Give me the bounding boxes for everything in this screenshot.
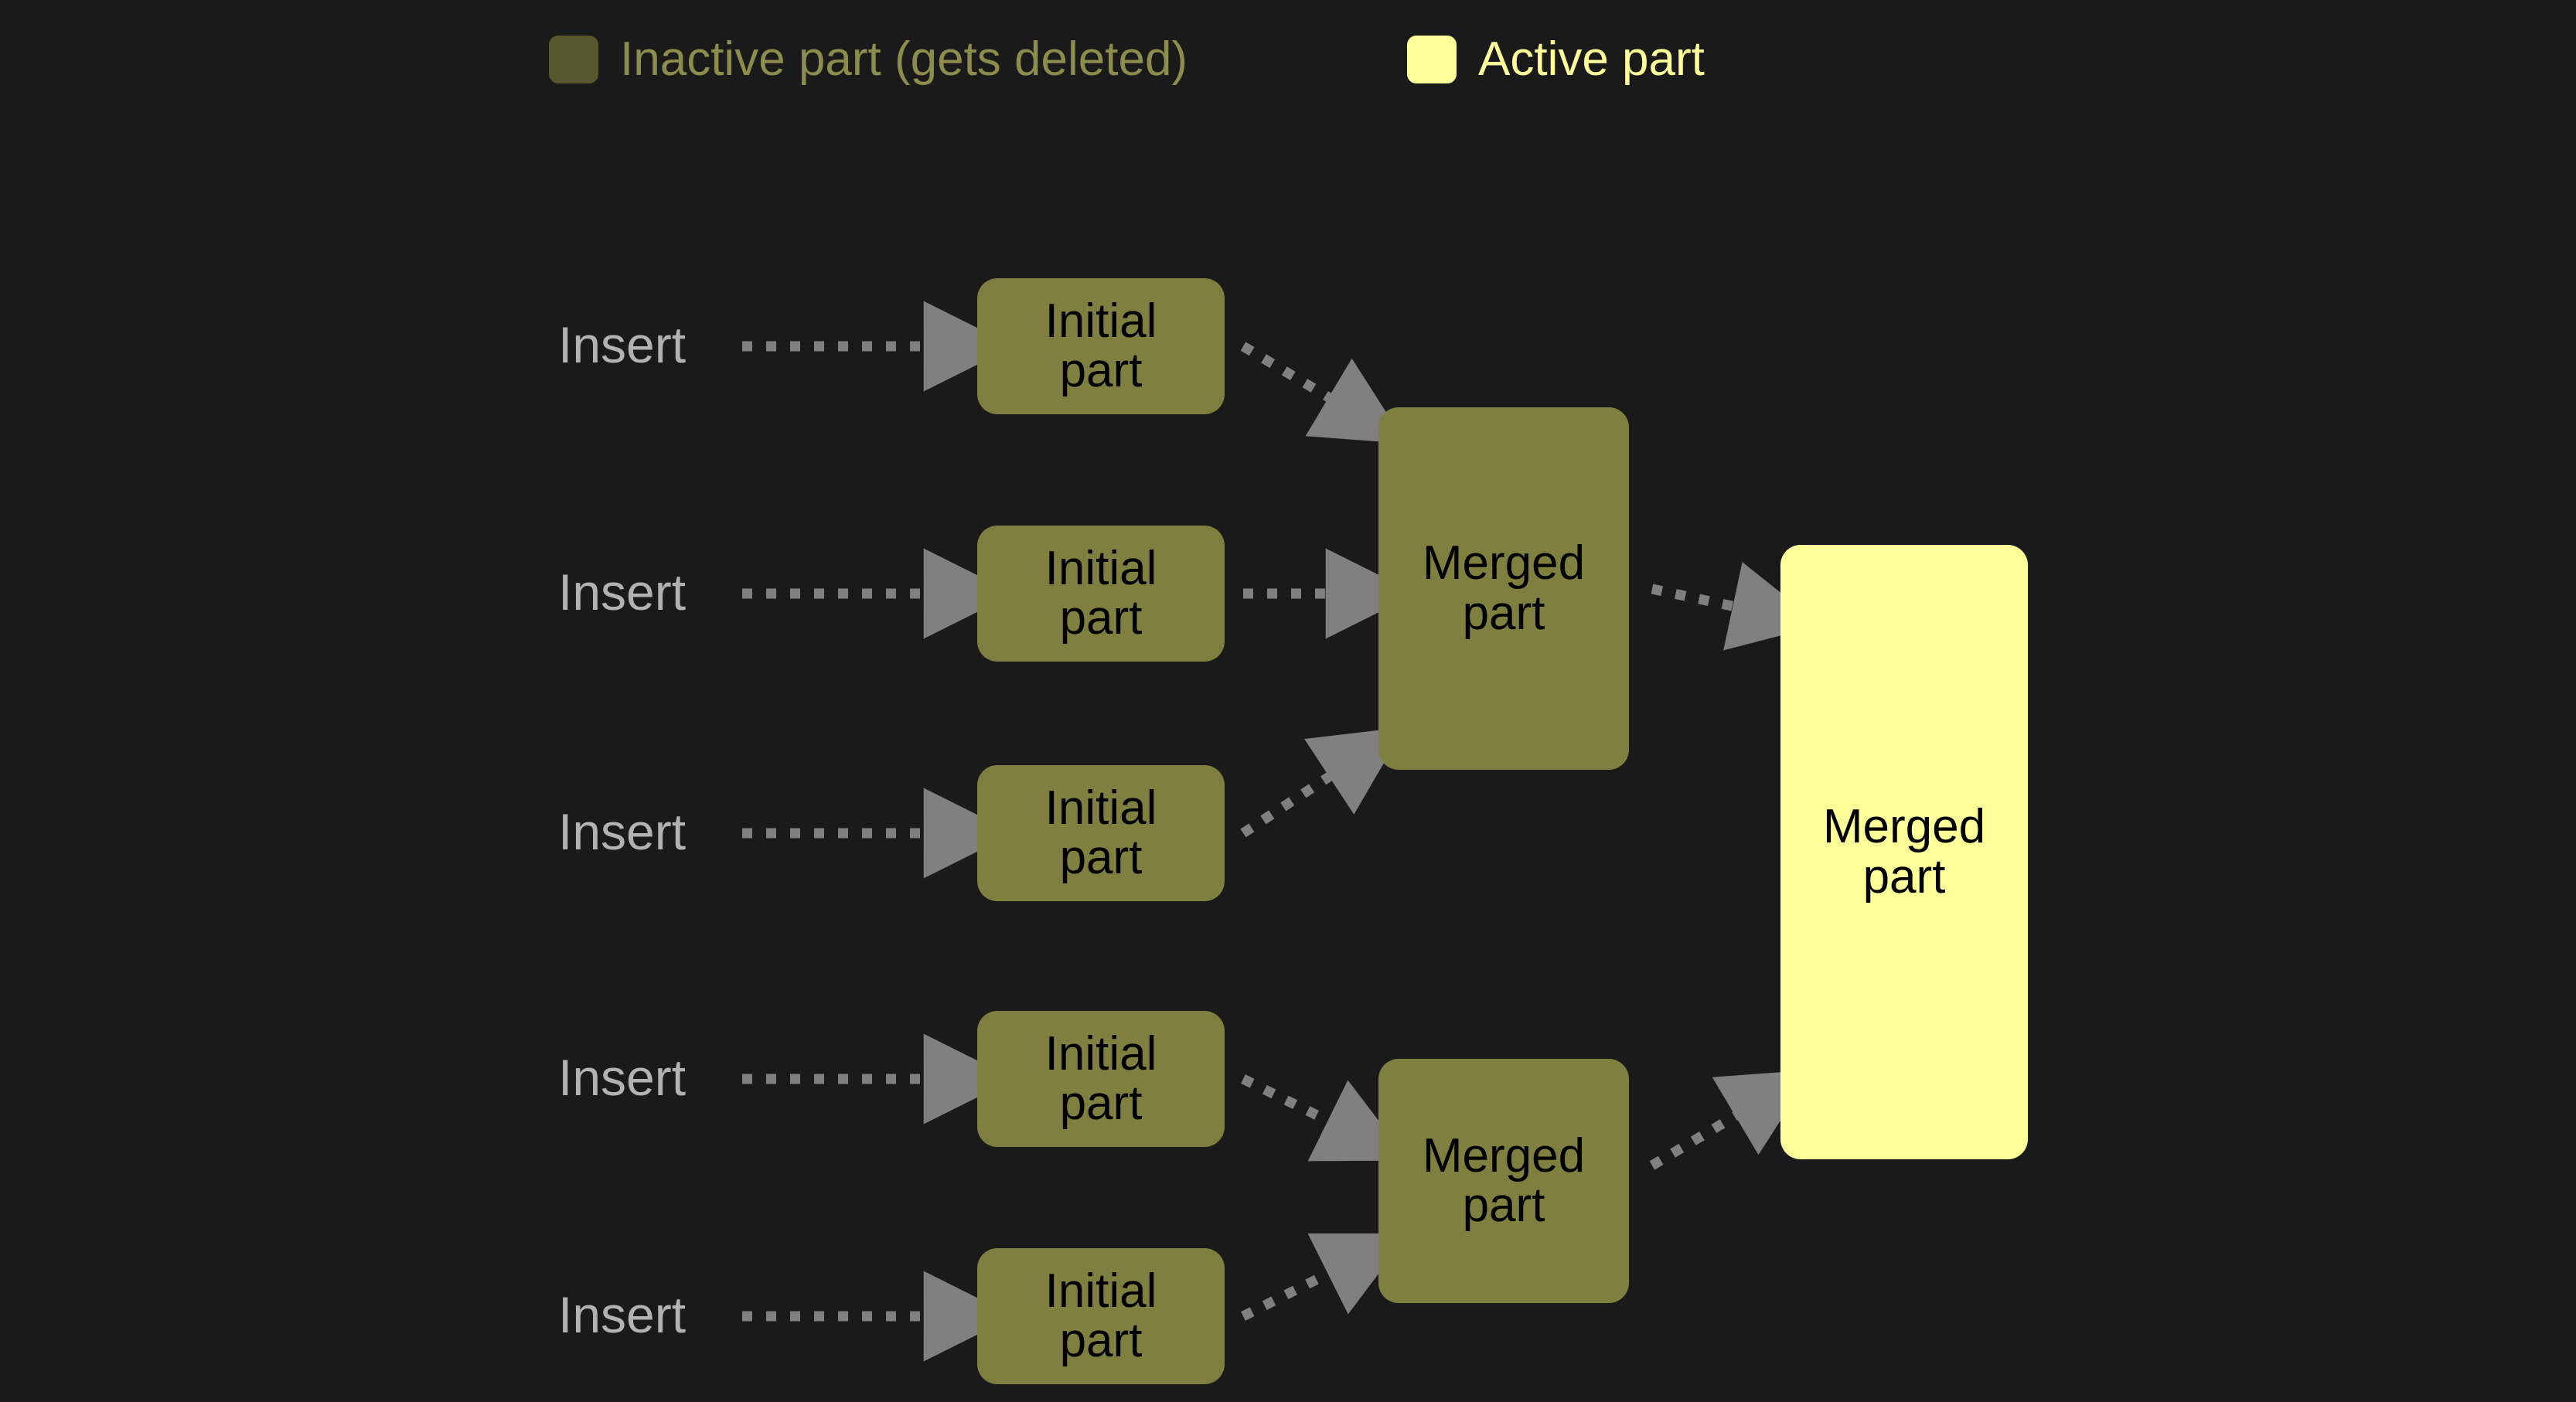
insert-label-5: Insert [558, 1286, 687, 1343]
legend-item-inactive: Inactive part (gets deleted) [549, 36, 1187, 83]
insert-label-1: Insert [558, 316, 687, 373]
legend: Inactive part (gets deleted) Active part [0, 0, 2576, 116]
node-label-line2: part [1059, 344, 1143, 397]
node-label-line1: Merged [1422, 1128, 1586, 1183]
node-label-line2: part [1462, 586, 1545, 640]
edge-merged-bottom-to-active [1649, 1070, 1814, 1170]
insert-label-4: Insert [558, 1049, 687, 1106]
node-label-line2: part [1059, 1314, 1143, 1367]
insert-label-3: Insert [558, 803, 687, 860]
node-label-line1: Initial [1044, 1264, 1157, 1318]
active-part-swatch-icon [1407, 36, 1457, 83]
edge-initial-4-to-merged-bottom [1241, 1074, 1409, 1162]
node-label-line1: Initial [1044, 541, 1157, 595]
legend-label-inactive: Inactive part (gets deleted) [620, 32, 1188, 86]
node-label-line1: Merged [1422, 536, 1586, 590]
legend-item-active: Active part [1407, 36, 1705, 83]
node-label-line2: part [1059, 591, 1143, 645]
inactive-part-swatch-icon [549, 36, 598, 83]
node-label-line2: part [1059, 831, 1143, 884]
node-label-line1: Initial [1044, 781, 1157, 835]
edge-merged-top-to-active [1651, 562, 1821, 651]
node-label-line2: part [1862, 849, 1946, 903]
legend-label-active: Active part [1478, 32, 1705, 86]
edge-initial-1-to-merged-top [1240, 342, 1407, 444]
edge-initial-5-to-merged-bottom [1241, 1233, 1409, 1321]
edge-initial-3-to-merged-top [1240, 727, 1405, 838]
node-label-line2: part [1059, 1077, 1143, 1130]
node-label-line1: Initial [1044, 1026, 1157, 1080]
node-label-line2: part [1462, 1179, 1545, 1232]
insert-label-2: Insert [558, 563, 687, 621]
node-label-line1: Initial [1044, 294, 1157, 348]
node-label-line1: Merged [1822, 800, 1986, 854]
